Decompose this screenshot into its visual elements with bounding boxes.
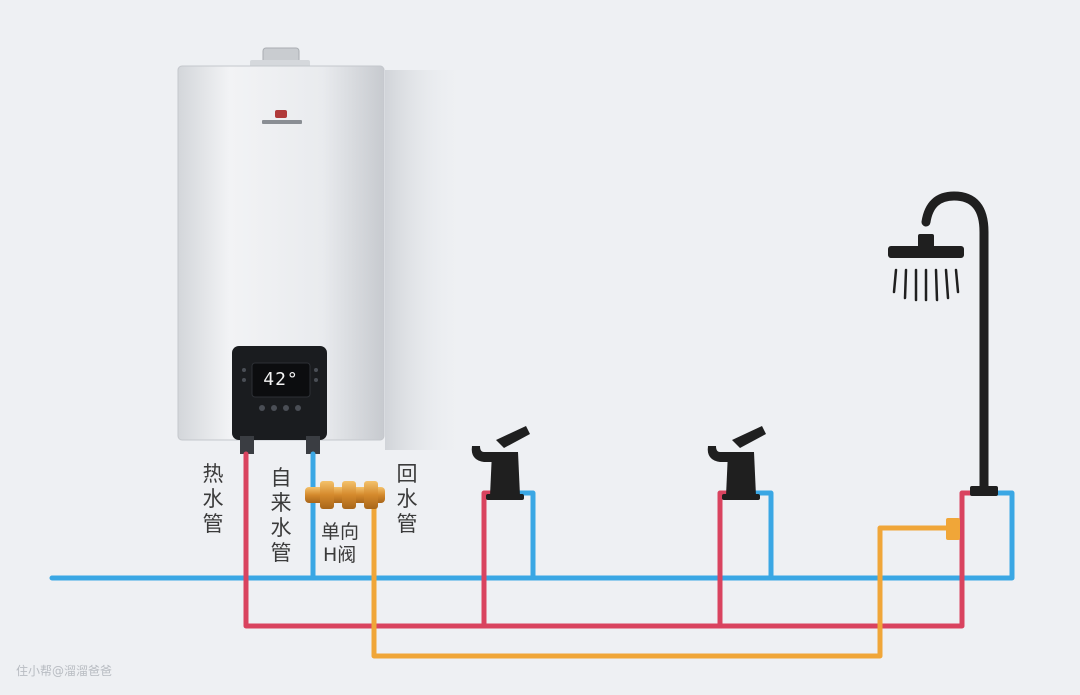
tee-fitting xyxy=(946,518,960,540)
faucet-icon xyxy=(707,426,766,500)
spray-line xyxy=(903,268,908,300)
control-button xyxy=(295,405,301,411)
return-pipe-label: 回 水 管 xyxy=(396,462,418,536)
water-heater xyxy=(177,47,465,454)
faucet-base xyxy=(486,494,524,500)
shower-head-neck xyxy=(918,234,934,248)
valve-nut xyxy=(342,481,356,509)
shower-mixer xyxy=(970,486,998,496)
indicator-dot xyxy=(314,378,318,382)
brand-logo-mark xyxy=(275,110,287,118)
hot-outlet-fitting xyxy=(240,436,254,454)
spray-line xyxy=(892,268,898,294)
cold-branch-faucet-1 xyxy=(510,490,536,581)
spray-line xyxy=(954,268,960,294)
spray-line xyxy=(944,268,950,300)
supply-pipe-label: 自 来 水 管 xyxy=(270,466,292,565)
faucet-handle xyxy=(496,426,530,448)
control-buttons xyxy=(242,368,318,411)
shower-spray xyxy=(892,268,960,302)
valve-nut xyxy=(320,481,334,509)
control-button xyxy=(271,405,277,411)
shower-pipe xyxy=(921,191,989,495)
indicator-dot xyxy=(242,378,246,382)
hot-branch-faucet-1 xyxy=(481,490,503,629)
hot-pipe-label: 热 水 管 xyxy=(202,462,224,536)
faucet-body xyxy=(726,452,756,496)
shower-head xyxy=(888,246,964,258)
check-valve-label-line2: H阀 xyxy=(323,544,357,566)
faucet-body xyxy=(490,452,520,496)
control-button xyxy=(283,405,289,411)
indicator-dot xyxy=(242,368,246,372)
spray-line xyxy=(934,268,939,302)
temperature-readout: 42° xyxy=(263,369,299,390)
check-valve-label-line1: 单向 xyxy=(321,521,360,543)
faucet-spout xyxy=(471,446,500,462)
cold-water-pipes xyxy=(49,451,1015,581)
return-loop-pipe xyxy=(371,491,955,659)
hot-branch-faucet-2 xyxy=(717,490,741,629)
heater-shadow xyxy=(385,70,465,450)
faucet-handle xyxy=(732,426,766,448)
indicator-dot xyxy=(314,368,318,372)
brand-logo xyxy=(262,120,302,124)
cold-branch-faucet-2 xyxy=(748,490,774,581)
faucet-spout xyxy=(707,446,736,462)
return-water-pipes xyxy=(371,491,955,659)
faucet-base xyxy=(722,494,760,500)
hot-main-pipe xyxy=(243,451,981,629)
shower-icon xyxy=(888,191,998,496)
faucet-icon xyxy=(471,426,530,500)
watermark: 住小帮@溜溜爸爸 xyxy=(16,664,113,678)
temperature-display-screen xyxy=(251,362,311,398)
control-button xyxy=(259,405,265,411)
check-valve xyxy=(305,481,385,509)
valve-nut xyxy=(364,481,378,509)
cold-inlet-fitting xyxy=(306,436,320,454)
